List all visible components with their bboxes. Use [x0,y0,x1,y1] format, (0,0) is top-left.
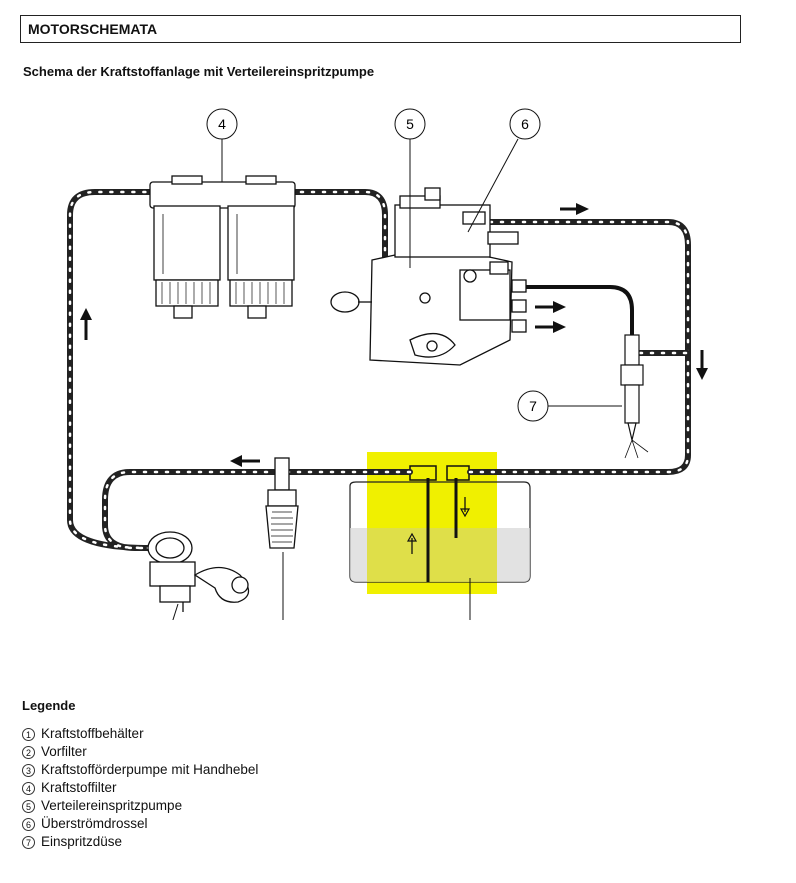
legend-item: 6 Überströmdrossel [22,815,258,833]
legend-number: 1 [22,727,35,741]
legend-title: Legende [22,698,76,713]
legend-item: 1 Kraftstoffbehälter [22,725,258,743]
legend-number: 5 [22,799,35,813]
header-box: MOTORSCHEMATA [20,15,741,43]
arrow-up-icon [80,308,92,340]
diagram-subtitle: Schema der Kraftstoffanlage mit Verteile… [23,64,375,79]
up-arrow-icon [406,532,418,554]
legend-item: 5 Verteilereinspritzpumpe [22,797,258,815]
legend-label: Kraftstoffbehälter [41,726,144,741]
legend-number: 3 [22,763,35,777]
prefilter [265,457,299,549]
arrow-right-icon [535,301,566,313]
legend-item: 3 Kraftstofförderpumpe mit Handhebel [22,761,258,779]
arrow-left-icon [230,455,260,467]
injector-nozzle [620,334,649,459]
down-arrow-icon [459,497,471,518]
svg-text:4: 4 [218,116,226,132]
flow-arrows [80,203,708,467]
legend-label: Verteilereinspritzpumpe [41,798,183,813]
legend-label: Kraftstoffilter [41,780,117,795]
legend-item: 4 Kraftstoffilter [22,779,258,797]
legend-item: 2 Vorfilter [22,743,258,761]
legend-item: 7 Einspritzdüse [22,833,258,851]
svg-text:7: 7 [529,398,537,414]
callout-6: 6 [509,108,541,140]
svg-text:6: 6 [521,116,529,132]
legend-number: 4 [22,781,35,795]
arrow-down-icon [696,350,708,380]
injection-pump [330,187,527,366]
svg-text:5: 5 [406,116,414,132]
arrow-right-icon [560,203,589,215]
page-title: MOTORSCHEMATA [28,21,158,37]
callout-leaders [172,138,622,620]
legend-label: Einspritzdüse [41,834,123,849]
legend-label: Überströmdrossel [41,816,148,831]
callout-4: 4 [206,108,238,140]
legend-number: 7 [22,835,35,849]
legend-number: 2 [22,745,35,759]
arrow-right-icon [535,321,566,333]
callout-5: 5 [394,108,426,140]
feed-pump [147,531,250,612]
legend-label: Vorfilter [41,744,87,759]
fuel-lines [67,189,691,551]
fuel-filter [149,175,296,319]
legend-label: Kraftstofförderpumpe mit Handhebel [41,762,259,777]
fuel-system-diagram: 1 2 3 4 5 6 7 [67,108,708,620]
legend-number: 6 [22,817,35,831]
callout-7: 7 [517,390,549,422]
